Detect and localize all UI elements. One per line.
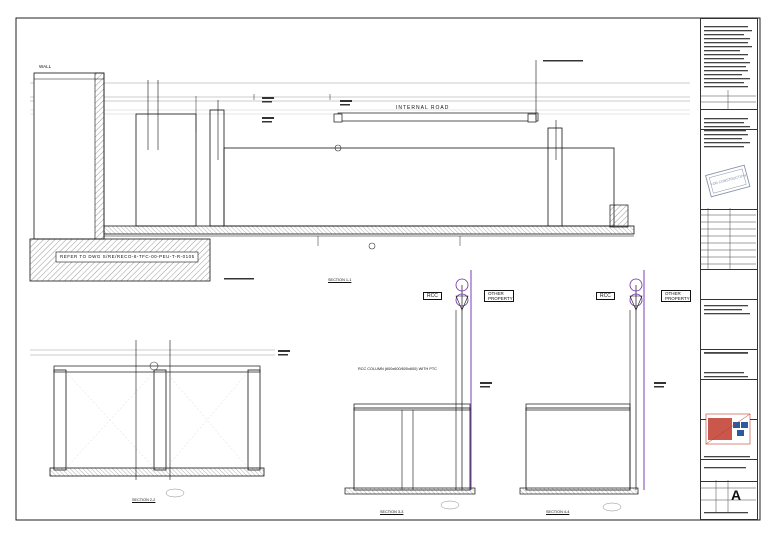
dimension-annotations xyxy=(224,60,666,388)
bottom-middle-section xyxy=(344,270,476,510)
other-property-tag-left: OTHER PROPERTY xyxy=(484,290,514,302)
section-label-2: SECTION 2-2 xyxy=(132,498,156,502)
bottom-left-section xyxy=(30,340,275,498)
other-property-tag-right: OTHER PROPERTY xyxy=(661,290,691,302)
bottom-right-section xyxy=(519,270,645,512)
internal-road-label: INTERNAL ROAD xyxy=(396,105,450,111)
revision-letter: A xyxy=(731,487,742,503)
title-block xyxy=(700,18,758,520)
rcc-tag-right: RCC xyxy=(596,292,615,300)
section-label-3: SECTION 3-3 xyxy=(380,510,404,514)
section-label-4: SECTION 4-4 xyxy=(546,510,570,514)
section-label-1: SECTION 1-1 xyxy=(328,278,352,282)
top-section-drawing xyxy=(29,60,690,282)
rcc-column-note: RCC COLUMN (600x600/600x600) WITH PTC xyxy=(358,367,437,371)
sheet-border xyxy=(15,17,761,521)
rcc-tag-left: RCC xyxy=(423,292,442,300)
wall-label: WALL xyxy=(39,64,52,69)
refer-note: REFER TO DWG S/RE/RECO-8-TFC-00-PEU-T-R-… xyxy=(60,254,195,259)
